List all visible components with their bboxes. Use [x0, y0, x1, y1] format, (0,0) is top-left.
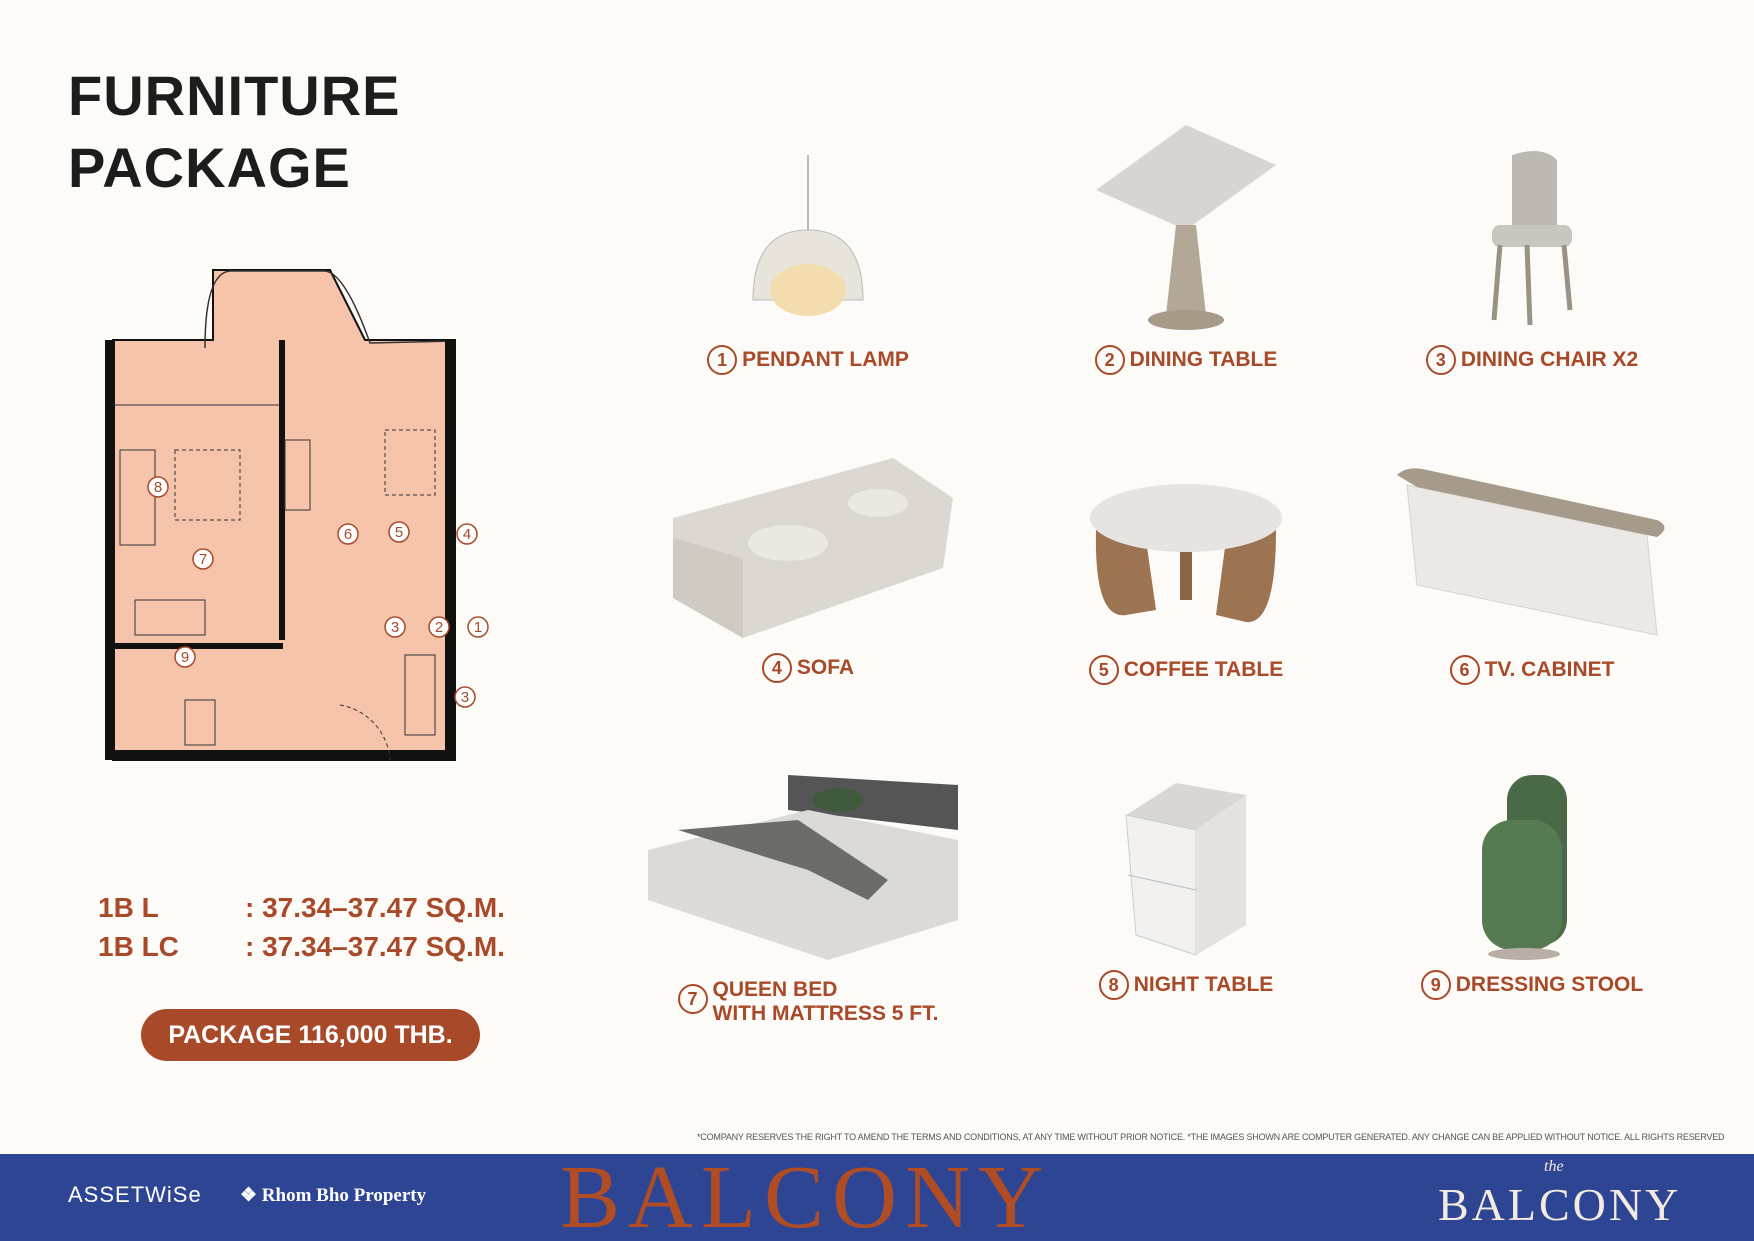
item-name-line1: QUEEN BED — [712, 978, 838, 1001]
item-name: SOFA — [796, 656, 855, 679]
dressing-stool-image — [1482, 775, 1567, 960]
unit-size: : 37.34–37.47 SQ.M. — [245, 892, 505, 923]
item-number: 5 — [1088, 655, 1119, 685]
svg-text:9: 9 — [181, 649, 189, 666]
diamond-icon: ❖ — [240, 1185, 262, 1206]
svg-text:8: 8 — [154, 479, 162, 496]
night-table-image — [1125, 783, 1246, 956]
unit-type: 1B LC — [98, 931, 179, 962]
item-name: PENDANT LAMP — [742, 348, 909, 371]
plan-marker: 4 — [456, 523, 478, 545]
footer-background-word: BALCONY — [560, 1154, 1052, 1241]
tv-cabinet-image — [1397, 468, 1665, 636]
unit-type: 1B L — [98, 892, 159, 923]
rhom-bho-property-logo: ❖ Rhom Bho Property — [240, 1184, 426, 1207]
queen-bed-image — [648, 775, 958, 960]
unit-size: : 37.34–37.47 SQ.M. — [245, 931, 505, 962]
item-number: 8 — [1098, 970, 1129, 1000]
svg-text:3: 3 — [461, 689, 469, 706]
assetwise-logo: ASSETWiSe — [68, 1182, 202, 1207]
page-title: FURNITURE PACKAGE — [68, 60, 401, 204]
dining-chair-image — [1491, 151, 1573, 326]
disclaimer: *COMPANY RESERVES THE RIGHT TO AMEND THE… — [697, 1132, 1725, 1142]
title-line: PACKAGE — [68, 136, 351, 199]
package-price-button[interactable]: PACKAGE 116,000 THB. — [141, 1009, 480, 1061]
svg-text:2: 2 — [435, 619, 443, 636]
item-name: NIGHT TABLE — [1133, 973, 1274, 996]
brand-name: Rhom Bho Property — [261, 1185, 427, 1206]
item-name: DINING CHAIR X2 — [1460, 348, 1639, 371]
area-row: 1B L : 37.34–37.47 SQ.M. — [98, 892, 558, 924]
title-line: FURNITURE — [68, 64, 401, 127]
footer: BALCONY ASSETWiSe ❖ Rhom Bho Property th… — [0, 1154, 1754, 1241]
item-name: DRESSING STOOL — [1455, 973, 1644, 996]
item-name-line2: WITH MATTRESS 5 FT. — [712, 1002, 939, 1025]
coffee-table-image — [1090, 484, 1282, 623]
item-number: 3 — [1425, 345, 1456, 375]
the-balcony-logo: BALCONY — [1438, 1179, 1682, 1230]
plan-marker: 5 — [388, 521, 410, 543]
plan-marker: 9 — [174, 646, 196, 668]
logo-the: the — [1544, 1158, 1564, 1175]
sofa-image — [673, 458, 953, 638]
item-number: 4 — [761, 653, 792, 683]
plan-marker: 2 — [428, 616, 450, 638]
svg-text:7: 7 — [199, 551, 207, 568]
item-name: COFFEE TABLE — [1123, 658, 1284, 681]
item-number: 7 — [677, 984, 708, 1014]
plan-marker: 8 — [147, 476, 169, 498]
item-name: DINING TABLE — [1129, 348, 1278, 371]
pendant-lamp-image — [752, 155, 864, 316]
item-number: 9 — [1420, 970, 1451, 1000]
plan-marker: 6 — [337, 523, 359, 545]
floor-plan: 8 7 6 5 4 3 2 1 3 9 — [105, 269, 489, 761]
plan-marker: 3 — [384, 616, 406, 638]
svg-text:4: 4 — [463, 526, 471, 543]
plan-marker: 7 — [192, 548, 214, 570]
svg-text:6: 6 — [344, 526, 352, 543]
item-number: 6 — [1449, 655, 1480, 685]
area-row: 1B LC : 37.34–37.47 SQ.M. — [98, 931, 558, 963]
plan-marker: 1 — [467, 616, 489, 638]
item-number: 2 — [1094, 345, 1125, 375]
item-name: TV. CABINET — [1484, 658, 1615, 681]
item-number: 1 — [707, 345, 738, 375]
svg-text:3: 3 — [391, 619, 399, 636]
svg-text:5: 5 — [395, 524, 403, 541]
svg-text:1: 1 — [474, 619, 482, 636]
dining-table-image — [1096, 125, 1276, 330]
plan-marker: 3 — [454, 686, 476, 708]
